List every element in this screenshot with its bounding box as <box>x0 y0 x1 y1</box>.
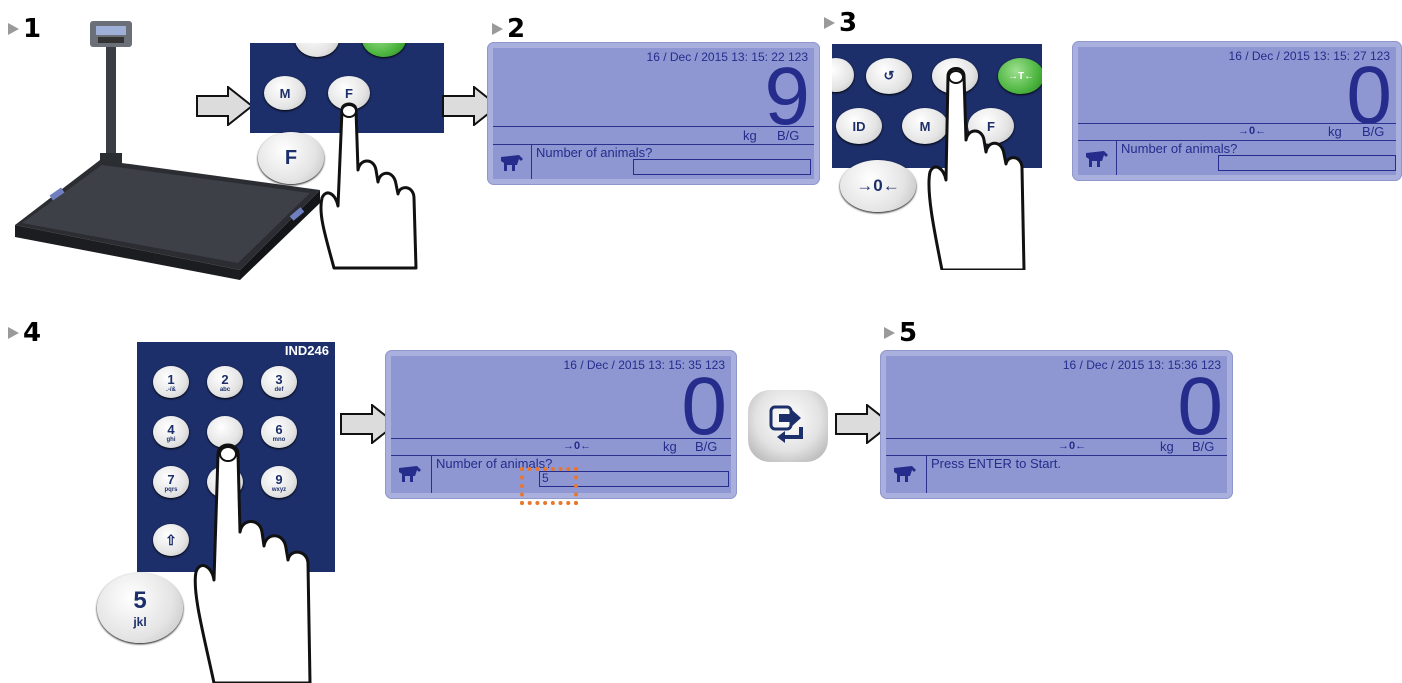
cow-icon <box>894 466 916 482</box>
lcd-display-step3: 16 / Dec / 2015 13: 15: 27 123 0 →0← kg … <box>1072 41 1402 181</box>
key-zero-zoom: →0← <box>840 160 916 212</box>
key-f-zoom: F <box>258 132 324 184</box>
display-prompt: Number of animals? <box>536 145 653 160</box>
hand-pointer-icon <box>927 67 1026 270</box>
display-datetime: 16 / Dec / 2015 13: 15: 27 123 <box>1228 49 1390 63</box>
number-of-animals-field[interactable]: 5 <box>539 471 729 487</box>
key-id[interactable]: ID <box>836 108 882 144</box>
display-mode: B/G <box>695 439 718 454</box>
input-highlight-box <box>520 467 578 505</box>
display-prompt: Press ENTER to Start. <box>931 456 1062 471</box>
enter-icon <box>769 405 803 443</box>
enter-key[interactable] <box>748 390 828 462</box>
display-datetime: 16 / Dec / 2015 13: 15: 22 123 <box>646 50 808 64</box>
key-m[interactable]: M <box>264 76 306 110</box>
cow-icon <box>399 466 421 482</box>
cow-icon <box>501 155 523 171</box>
step-1-label: 1 <box>8 14 41 44</box>
display-zero-indicator: →0← <box>1238 125 1267 137</box>
key-recall[interactable]: ↺ <box>866 58 912 94</box>
floor-scale-illustration <box>15 21 320 280</box>
arrow-right-icon <box>340 404 398 444</box>
display-unit: kg <box>1328 124 1342 139</box>
display-unit: kg <box>743 128 757 143</box>
display-weight-value: 0 <box>1346 50 1392 141</box>
display-weight-value: 0 <box>1177 361 1223 452</box>
display-zero-indicator: →0← <box>1058 440 1087 452</box>
lcd-display-step4: 16 / Dec / 2015 13: 15: 35 123 0 →0← kg … <box>385 350 737 499</box>
display-unit: kg <box>663 439 677 454</box>
number-of-animals-field[interactable] <box>633 159 811 175</box>
display-weight-value: 0 <box>681 361 727 452</box>
cow-icon <box>1086 151 1108 167</box>
number-of-animals-field[interactable] <box>1218 155 1396 171</box>
display-datetime: 16 / Dec / 2015 13: 15:36 123 <box>1062 358 1221 372</box>
key-green[interactable] <box>362 43 406 57</box>
hand-pointer-icon <box>319 102 418 270</box>
display-mode: B/G <box>1362 124 1385 139</box>
step-2-label: 2 <box>492 14 525 44</box>
hand-pointer-icon <box>193 443 312 683</box>
key-partial[interactable] <box>832 58 854 92</box>
step-5-label: 5 <box>884 318 917 348</box>
display-mode: B/G <box>1192 439 1215 454</box>
key-5[interactable] <box>207 416 243 448</box>
display-zero-indicator: →0← <box>563 440 592 452</box>
model-label: IND246 <box>284 343 329 358</box>
key-tare[interactable]: →T← <box>998 58 1042 94</box>
arrow-right-icon <box>442 86 500 126</box>
display-datetime: 16 / Dec / 2015 13: 15: 35 123 <box>563 358 725 372</box>
display-weight-value: 9 <box>764 51 810 142</box>
arrow-right-icon <box>835 404 893 444</box>
key-1[interactable]: 1.-/& <box>153 366 189 398</box>
display-mode: B/G <box>777 128 800 143</box>
key-unlabeled[interactable] <box>295 43 339 57</box>
shift-arrow-icon[interactable]: ⇧ <box>153 524 189 556</box>
lcd-display-step2: 16 / Dec / 2015 13: 15: 22 123 9 kg B/G … <box>487 42 820 185</box>
arrow-right-icon <box>196 86 254 126</box>
step-4-label: 4 <box>8 318 41 348</box>
lcd-display-step5: 16 / Dec / 2015 13: 15:36 123 0 →0← kg B… <box>880 350 1233 499</box>
step-3-label: 3 <box>824 8 857 38</box>
keypad-panel-step3: ↺ →T← ID M F <box>832 44 1042 168</box>
display-unit: kg <box>1160 439 1174 454</box>
display-prompt: Number of animals? <box>1121 141 1238 156</box>
key-m[interactable]: M <box>902 108 948 144</box>
